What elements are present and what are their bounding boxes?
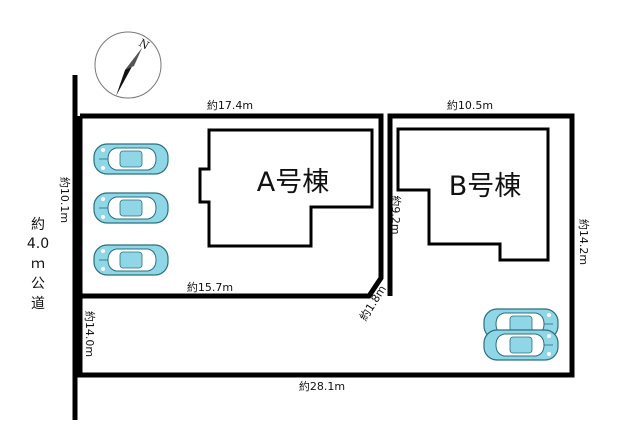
svg-text:道: 道 <box>31 296 45 312</box>
svg-text:約: 約 <box>31 217 45 233</box>
parking-car-a1 <box>93 143 169 175</box>
svg-text:4.0: 4.0 <box>27 236 49 252</box>
building-a-label: A号棟 <box>257 167 329 198</box>
parking-car-b2 <box>483 329 559 361</box>
svg-text:公: 公 <box>31 276 45 292</box>
dim-left-a: 約10.1m <box>58 177 72 223</box>
parking-car-a2 <box>93 192 169 224</box>
compass-circle <box>94 31 162 99</box>
dim-left-bottom: 約14.0m <box>83 311 97 357</box>
svg-text:ｍ: ｍ <box>31 256 45 272</box>
road-label: 約 4.0 ｍ 公 道 <box>27 217 49 312</box>
dim-top-a: 約17.4m <box>207 98 253 112</box>
building-b-label: B号棟 <box>449 171 522 202</box>
lot-a-outline <box>80 113 384 299</box>
dim-middle-a: 約15.7m <box>187 280 233 294</box>
lot-b-outline <box>77 113 575 378</box>
building-a <box>198 128 374 248</box>
dim-divider: 約9.2m <box>389 195 403 234</box>
dim-bottom: 約28.1m <box>299 379 345 393</box>
dim-right: 約14.2m <box>577 219 591 265</box>
compass: N <box>94 31 162 99</box>
building-b <box>396 127 550 262</box>
dim-top-b: 約10.5m <box>447 98 493 112</box>
parking-car-a3 <box>93 244 169 276</box>
